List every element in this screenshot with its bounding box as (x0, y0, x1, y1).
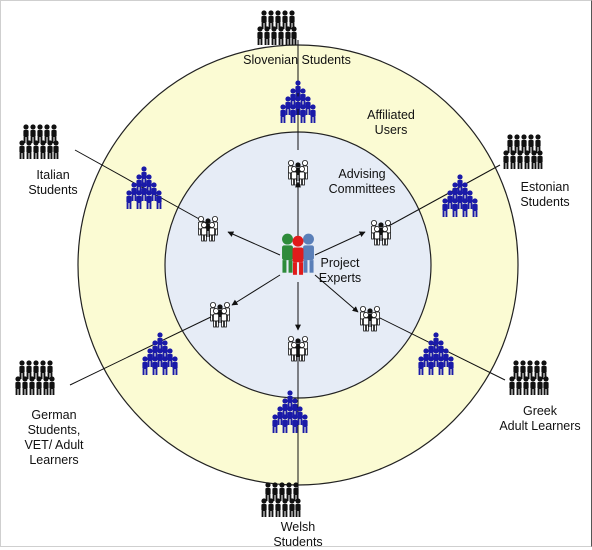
slovenian-crowd (257, 10, 296, 45)
label-greek-adult-learners: Greek Adult Learners (499, 404, 581, 433)
estonian-crowd (503, 134, 542, 169)
label-estonian-students: Estonian Students (520, 180, 570, 209)
label-slovenian-students: Slovenian Students (243, 53, 351, 67)
german-crowd (15, 360, 54, 395)
label-advising-committees: Advising Committees (328, 167, 396, 196)
expert-arrows (227, 181, 366, 331)
greek-crowd (509, 360, 548, 395)
welsh-crowd (261, 482, 300, 517)
label-german-students: German Students, VET/ Adult Learners (24, 408, 84, 467)
label-welsh-students: Welsh Students (273, 520, 323, 549)
italian-crowd (19, 124, 58, 159)
label-project-experts: Project Experts (318, 256, 362, 285)
label-affiliated-users: Affiliated Users (367, 108, 415, 137)
label-italian-students: Italian Students (28, 168, 78, 197)
